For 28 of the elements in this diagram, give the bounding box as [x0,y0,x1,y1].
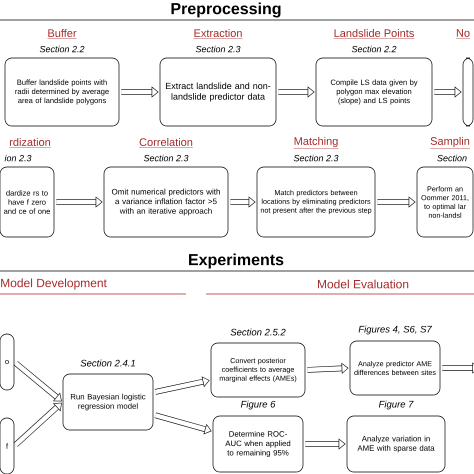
step-heading: Samplin [430,136,470,149]
step-heading: Buffer [47,28,77,39]
section-title: Experiments [189,254,284,268]
section-reference: Section 2.5.2 [230,328,286,336]
section-reference: Section 2.3 [196,46,240,52]
section-reference: Section 2.4.1 [80,360,135,366]
step-heading: rdization [9,138,51,148]
step-heading: Landslide Points [333,28,415,39]
section-reference: Section 2.3 [144,154,188,162]
block-arrow [14,361,62,402]
section-title: Preprocessing [172,2,280,18]
section-reference: Section 2.3 [294,154,338,162]
section-reference: Figures 4, S6, S7 [358,326,432,334]
section-reference: Figure 7 [378,400,414,410]
section-reference: Section [437,154,467,162]
phase-heading: Model Evaluation [318,280,408,288]
section-reference: ion 2.3 [4,154,32,162]
step-heading: Extraction [193,28,243,39]
step-heading: No [456,29,470,38]
phase-heading: Model Development [1,278,107,290]
process-box: Omit numerical predictors with a variance inflation factor >5 with an iterative approach [104,166,228,238]
process-box: Extract landslide and non-landslide predictor data [160,58,276,126]
block-arrow [14,402,62,447]
section-reference: Figure 6 [240,400,276,410]
section-reference: Section 2.2 [40,46,84,52]
step-heading: Matching [293,136,339,149]
step-heading: Correlation [138,138,194,148]
section-reference: Section 2.2 [352,46,396,52]
